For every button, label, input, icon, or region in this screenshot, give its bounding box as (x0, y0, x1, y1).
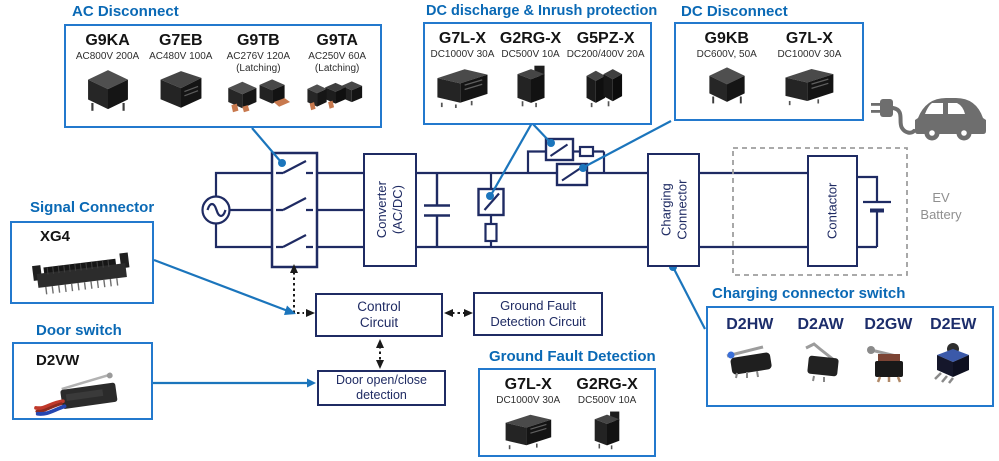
control-circuit-box: Control Circuit (315, 293, 443, 337)
g2rgx-relay-image (589, 410, 625, 450)
product-d2hw: D2HW (721, 316, 779, 382)
product-g5pzx: G5PZ-X DC200/400V 20A (567, 30, 645, 108)
g2rgx-relay-image (512, 64, 550, 108)
g7eb-relay-image (154, 66, 208, 112)
converter-label: Converter (AC/DC) (374, 181, 406, 239)
product-d2gw: D2GW (862, 316, 914, 384)
product-g7lx-3: G7L-X DC1000V 30A (496, 376, 560, 450)
product-g9kb: G9KB DC600V, 50A (697, 30, 757, 106)
control-signal-arrowheads (290, 264, 473, 369)
control-circuit-label: Control Circuit (357, 298, 401, 330)
ac-disconnect-callout: G9KA AC800V 200A G7EB AC480V 100A (64, 24, 382, 128)
ev-battery-symbol (732, 147, 908, 276)
charging-connector-box: Charging Connector (647, 153, 700, 267)
xg4-name: XG4 (40, 228, 71, 245)
ground-fault-circuit-label: Ground Fault Detection Circuit (490, 298, 586, 329)
g9tb-relay-image (222, 77, 294, 113)
charging-switch-callout: D2HW D2AW (706, 306, 994, 407)
door-detection-box: Door open/close detection (317, 370, 446, 406)
g7lx-relay-image (780, 64, 838, 106)
d2gw-switch-image (862, 340, 914, 384)
product-g7lx-1: G7L-X DC1000V 30A (430, 30, 494, 109)
contactor-box: Contactor (807, 155, 858, 267)
dc-discharge-callout: G7L-X DC1000V 30A G2RG-X (423, 22, 652, 125)
door-detection-label: Door open/close detection (335, 373, 428, 402)
g9kb-relay-image (704, 64, 750, 106)
product-g7eb: G7EB AC480V 100A (149, 32, 212, 112)
charging-connector-label: Charging Connector (657, 180, 689, 240)
signal-connector-callout: XG4 (10, 221, 154, 304)
d2hw-switch-image (721, 340, 779, 382)
dc-bus-lines (417, 171, 807, 249)
discharge-switch-symbol (477, 173, 505, 247)
d2vw-switch-image (28, 366, 138, 418)
product-d2aw: D2AW (792, 316, 850, 383)
d2vw-name: D2VW (36, 352, 80, 369)
d2ew-switch-image (927, 340, 979, 385)
dc-disconnect-callout: G9KB DC600V, 50A G7L-X DC1000V 30A (674, 22, 864, 121)
g7lx-relay-image (500, 410, 556, 450)
product-g2rgx-2: G2RG-X DC500V 10A (576, 376, 638, 450)
product-g9ka: G9KA AC800V 200A (76, 32, 139, 114)
d2aw-switch-image (792, 340, 850, 383)
ev-car-icon (871, 98, 986, 141)
dc-discharge-title: DC discharge & Inrush protection (426, 3, 658, 19)
g5pzx-relay-image (582, 64, 630, 108)
g9ka-relay-image (82, 66, 134, 114)
ground-fault-circuit-box: Ground Fault Detection Circuit (473, 292, 603, 336)
product-g7lx-2: G7L-X DC1000V 30A (777, 30, 841, 106)
signal-connector-title: Signal Connector (30, 199, 155, 216)
callout-connector-dots (278, 139, 677, 388)
ac-source-icon (201, 171, 272, 249)
door-switch-callout: D2VW (12, 342, 153, 420)
ground-fault-callout: G7L-X DC1000V 30A G2RG-X DC500V (478, 368, 656, 457)
door-switch-title: Door switch (36, 322, 122, 339)
ac-disconnect-title: AC Disconnect (72, 3, 179, 20)
product-g9ta: G9TA AC250V 60A (Latching) (304, 32, 370, 111)
product-g9tb: G9TB AC276V 120A (Latching) (222, 32, 294, 113)
ev-battery-label: EV Battery (920, 190, 962, 222)
converter-box: Converter (AC/DC) (363, 153, 417, 267)
ac-switch-symbol (270, 151, 363, 269)
callout-connector-lines (153, 120, 706, 385)
dc-disconnect-title: DC Disconnect (681, 3, 788, 20)
product-g2rgx-1: G2RG-X DC500V 10A (500, 30, 561, 108)
xg4-connector-image (26, 249, 138, 301)
g9ta-relay-image (304, 77, 370, 111)
contactor-label: Contactor (824, 182, 840, 240)
charging-switch-title: Charging connector switch (712, 285, 906, 302)
product-d2ew: D2EW (927, 316, 979, 385)
g7lx-relay-image (433, 64, 491, 109)
ground-fault-title: Ground Fault Detection (489, 348, 656, 365)
capacitor-symbol (424, 173, 450, 247)
